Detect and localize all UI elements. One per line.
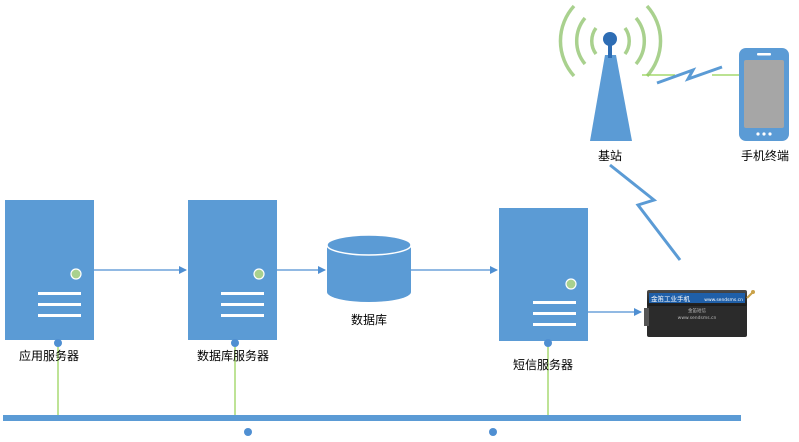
- drive-slot: [221, 314, 264, 317]
- drive-slot: [533, 301, 576, 304]
- server-icon: [5, 200, 94, 340]
- bus-node-dot: [489, 428, 497, 436]
- phone-button: [762, 132, 766, 136]
- modem-url-text: www.sendsms.cn: [704, 297, 743, 303]
- server-icon: [499, 208, 588, 341]
- db-server: 数据库服务器: [188, 200, 277, 363]
- signal-wave: [574, 16, 587, 66]
- database-top: [326, 234, 412, 256]
- base-station-label: 基站: [598, 149, 622, 163]
- mobile-terminal: 手机终端: [739, 48, 789, 163]
- drive-slot: [533, 312, 576, 315]
- sms-server: 短信服务器: [499, 208, 588, 372]
- status-led: [253, 268, 265, 280]
- sms-server-label: 短信服务器: [513, 357, 573, 372]
- drive-slot: [38, 292, 81, 295]
- status-led: [70, 268, 82, 280]
- drive-slot: [38, 314, 81, 317]
- database: 数据库: [326, 234, 412, 327]
- gsm-modem: 金笛工业手机 www.sendsms.cn 金笛短信 www.sendsms.c…: [644, 290, 755, 337]
- connector-dot: [231, 339, 239, 347]
- tower-top: [603, 32, 617, 46]
- bus-node-dot: [244, 428, 252, 436]
- database-label: 数据库: [351, 312, 387, 327]
- app-server-label: 应用服务器: [19, 348, 79, 363]
- modem-brand-text: 金笛工业手机: [651, 294, 691, 303]
- drive-slot: [221, 292, 264, 295]
- drive-slot: [38, 303, 81, 306]
- db-server-label: 数据库服务器: [197, 348, 269, 363]
- status-led: [565, 278, 577, 290]
- drive-slot: [533, 323, 576, 326]
- app-server: 应用服务器: [5, 200, 94, 363]
- modem-sub-url: www.sendsms.cn: [678, 315, 717, 321]
- cell-tower-icon: [590, 55, 632, 141]
- phone-speaker: [757, 53, 771, 56]
- modem-sub-text: 金笛短信: [688, 307, 706, 314]
- mobile-terminal-label: 手机终端: [741, 148, 789, 163]
- network-bus: [3, 415, 741, 421]
- signal-wave: [558, 4, 576, 78]
- connector-dot: [544, 339, 552, 347]
- tower-mast: [608, 44, 612, 58]
- modem-brand-band: [649, 293, 745, 303]
- modem-body: [647, 303, 747, 337]
- base-station: 基站: [558, 4, 663, 163]
- wireless-link-icon: [609, 163, 682, 261]
- phone-button: [756, 132, 760, 136]
- server-icon: [188, 200, 277, 340]
- connector-dot: [54, 339, 62, 347]
- phone-button: [768, 132, 772, 136]
- signal-wave: [590, 26, 598, 56]
- signal-wave: [623, 26, 631, 56]
- modem-side-port: [644, 308, 649, 326]
- phone-screen: [744, 60, 784, 128]
- antenna-tip: [751, 290, 755, 294]
- signal-wave: [645, 4, 663, 78]
- wireless-link-icon: [656, 65, 723, 85]
- drive-slot: [221, 303, 264, 306]
- signal-wave: [634, 16, 647, 66]
